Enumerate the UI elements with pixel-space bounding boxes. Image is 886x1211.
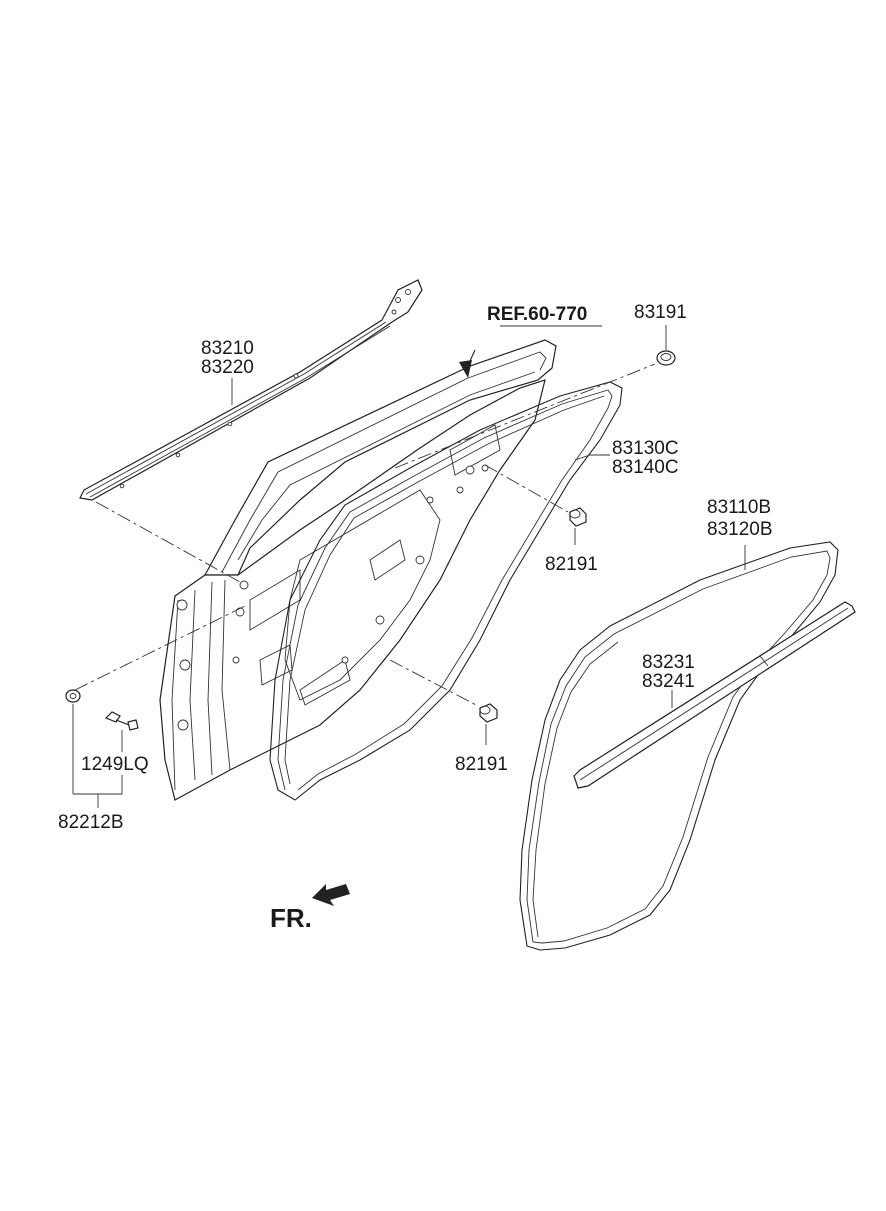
label-fr: FR. [270,903,312,933]
label-82191-lower: 82191 [455,754,508,775]
label-ref-60-770: REF.60-770 [487,304,587,325]
label-83140c: 83140C [612,457,679,478]
label-82212b: 82212B [58,812,124,833]
alignment-lines [74,363,656,707]
belt-molding [79,279,423,501]
front-direction-arrow [312,884,350,906]
label-83231: 83231 [642,652,695,673]
plug-part [656,350,676,366]
body-weatherstrip [519,541,856,951]
door-panel [159,339,557,801]
label-1249lq: 1249LQ [81,754,149,775]
leader-lines [72,325,746,808]
label-83241: 83241 [642,671,695,692]
bumper-upper-part [569,507,587,527]
label-83130c: 83130C [612,438,679,459]
label-83120b: 83120B [707,519,773,540]
screw-part [104,711,139,731]
label-83210: 83210 [201,338,254,359]
clip-part [65,689,81,703]
bumper-lower-part [479,703,498,723]
label-83110b: 83110B [707,497,771,518]
label-83191: 83191 [634,302,687,323]
label-83220: 83220 [201,357,254,378]
label-82191-upper: 82191 [545,554,598,575]
door-weatherstrip [269,381,623,801]
